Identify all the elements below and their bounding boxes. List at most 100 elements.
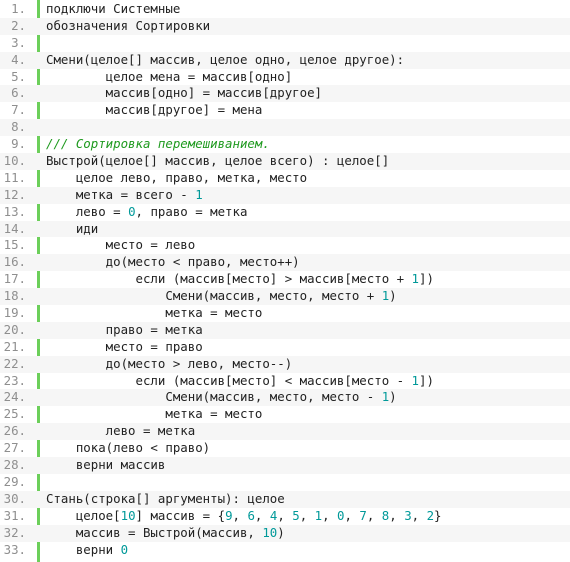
code-token-text: ) [389,288,397,304]
line-number: 12. [3,186,26,202]
code-line: 19. метка = место [0,305,570,322]
code-token-number: 6 [247,507,255,523]
line-number: 19. [3,305,26,321]
line-number: 27. [3,440,26,456]
line-number: 32. [3,524,26,540]
line-code: Выстрой(целое[] массив, целое всего) : ц… [46,153,389,170]
code-token-text: Смени(целое[] массив, целое одно, целое … [46,51,405,67]
code-token-number: 8 [381,507,390,523]
code-token-text: } [434,507,442,523]
code-line: 7. массив[другое] = мена [0,102,570,119]
code-line: 4.Смени(целое[] массив, целое одно, цело… [0,51,570,69]
code-line: 1. подключи Системные [0,1,570,18]
code-line: 8. [0,119,570,137]
line-code: /// Сортировка перемешиванием. [46,136,270,153]
code-token-text: если (массив[место] < массив[место - [46,372,412,388]
code-token-text: , [411,507,427,523]
code-token-text: иди [46,220,99,236]
line-number: 1. [11,1,26,16]
code-line: 33. верни 0 [0,542,570,559]
code-line: 10. Выстрой(целое[] массив, целое всего) … [0,153,570,170]
line-code: целое мена = массив[одно] [46,69,293,86]
code-line: 26. лево = метка [0,423,570,441]
code-token-text: массив[другое] = мена [46,102,263,118]
code-token-text: пока(лево < право) [46,440,211,456]
code-line: 20. право = метка [0,321,570,339]
code-token-text: верни [46,541,121,557]
code-token-number: 1 [195,186,203,202]
code-token-text: обозначения Сортировки [46,17,211,33]
line-code: до(место < право, место++) [46,254,300,271]
line-number: 15. [3,237,26,253]
code-token-text: целое[ [46,507,121,523]
line-number: 22. [3,355,26,371]
line-number: 13. [3,203,26,219]
code-token-text: Смени(массив, место, место + [46,288,382,304]
line-number: 31. [3,507,26,523]
code-token-number: 10 [262,524,278,540]
code-token-text: ) [277,524,285,540]
code-line: 25. метка = место [0,406,570,423]
code-token-text: , [254,507,270,523]
line-number: 21. [3,338,26,354]
code-token-number: 2 [426,507,435,523]
code-token-text: до(место > лево, место--) [46,355,293,371]
code-token-number: 5 [292,507,300,523]
code-token-text: лево = [46,203,129,219]
line-number: 16. [3,254,26,270]
code-token-text: , [366,507,382,523]
code-token-number: 7 [359,507,367,523]
code-token-number: 0 [337,507,345,523]
code-token-text: целое лево, право, метка, место [46,169,308,185]
code-token-comment: /// Сортировка перемешиванием. [46,136,270,152]
line-number: 6. [11,85,26,101]
line-number: 11. [3,169,26,185]
line-code: целое лево, право, метка, место [46,170,307,187]
code-token-text: , [322,507,338,523]
code-token-text: метка = всего - [46,186,196,202]
code-line: 3. [0,35,570,52]
line-code: целое[10] массив = {9, 6, 4, 5, 1, 0, 7,… [46,508,442,525]
line-number: 14. [3,220,26,236]
line-code: иди [46,221,98,238]
line-code: пока(лево < право) [46,440,210,457]
code-token-text: Выстрой(целое[] массив, целое всего) : ц… [46,153,390,169]
line-number: 18. [3,288,26,304]
line-number: 9. [11,136,26,152]
code-token-text: массив = Выстрой(массив, [46,524,263,540]
code-token-text: , [277,507,293,523]
code-line: 14. иди [0,220,570,238]
line-number: 28. [3,457,26,473]
code-token-text: Стань(строка[] аргументы): целое [46,490,285,506]
code-token-number: 9 [225,507,233,523]
code-line: 13. лево = 0, право = метка [0,204,570,221]
line-code: массив = Выстрой(массив, 10) [46,525,285,542]
line-number: 23. [3,372,26,388]
line-code: Смени(массив, место, место - 1) [46,389,397,406]
code-line: 9. /// Сортировка перемешиванием. [0,136,570,153]
code-line: 21. место = право [0,339,570,356]
code-token-number: 4 [269,507,278,523]
code-token-number: 1 [314,507,323,523]
line-code: обозначения Сортировки [46,18,210,35]
line-number: 33. [3,541,26,557]
code-line: 27. пока(лево < право) [0,440,570,457]
line-code: лево = 0, право = метка [46,203,248,221]
code-token-text: ) [389,389,397,405]
line-code: Стань(строка[] аргументы): целое [46,491,285,508]
line-code: метка = место [46,305,262,322]
code-token-text: подключи Системные [46,1,181,16]
code-token-number: 1 [381,288,390,304]
code-token-text: ]) [419,271,434,287]
code-line: 29. [0,474,570,491]
line-number: 24. [3,389,26,405]
code-line: 24. Смени(массив, место, место - 1) [0,389,570,407]
code-token-text: , [344,507,360,523]
line-code: право = метка [46,322,203,339]
code-line: 18. Смени(массив, место, место + 1) [0,288,570,306]
line-number: 26. [3,423,26,439]
gutter-bar [37,0,40,562]
line-number: 10. [3,153,26,169]
line-code: до(место > лево, место--) [46,355,293,373]
line-number: 8. [11,119,26,135]
